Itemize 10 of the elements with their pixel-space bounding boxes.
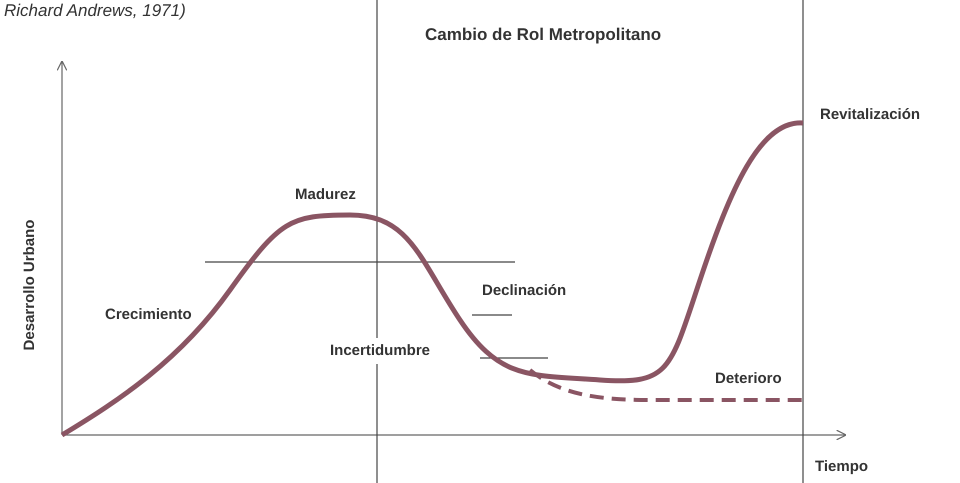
phase-label: Incertidumbre	[330, 342, 430, 360]
phase-label: Revitalización	[820, 106, 920, 124]
phase-label: Declinación	[482, 282, 566, 300]
axis-title: Desarrollo Urbano	[21, 218, 39, 352]
citation: Richard Andrews, 1971)	[4, 2, 186, 20]
phase-label: Deterioro	[715, 370, 782, 388]
phase-label: Madurez	[295, 186, 356, 204]
chart-title: Cambio de Rol Metropolitano	[425, 26, 662, 44]
axis-title: Tiempo	[815, 458, 868, 476]
phase-label: Crecimiento	[105, 306, 192, 324]
